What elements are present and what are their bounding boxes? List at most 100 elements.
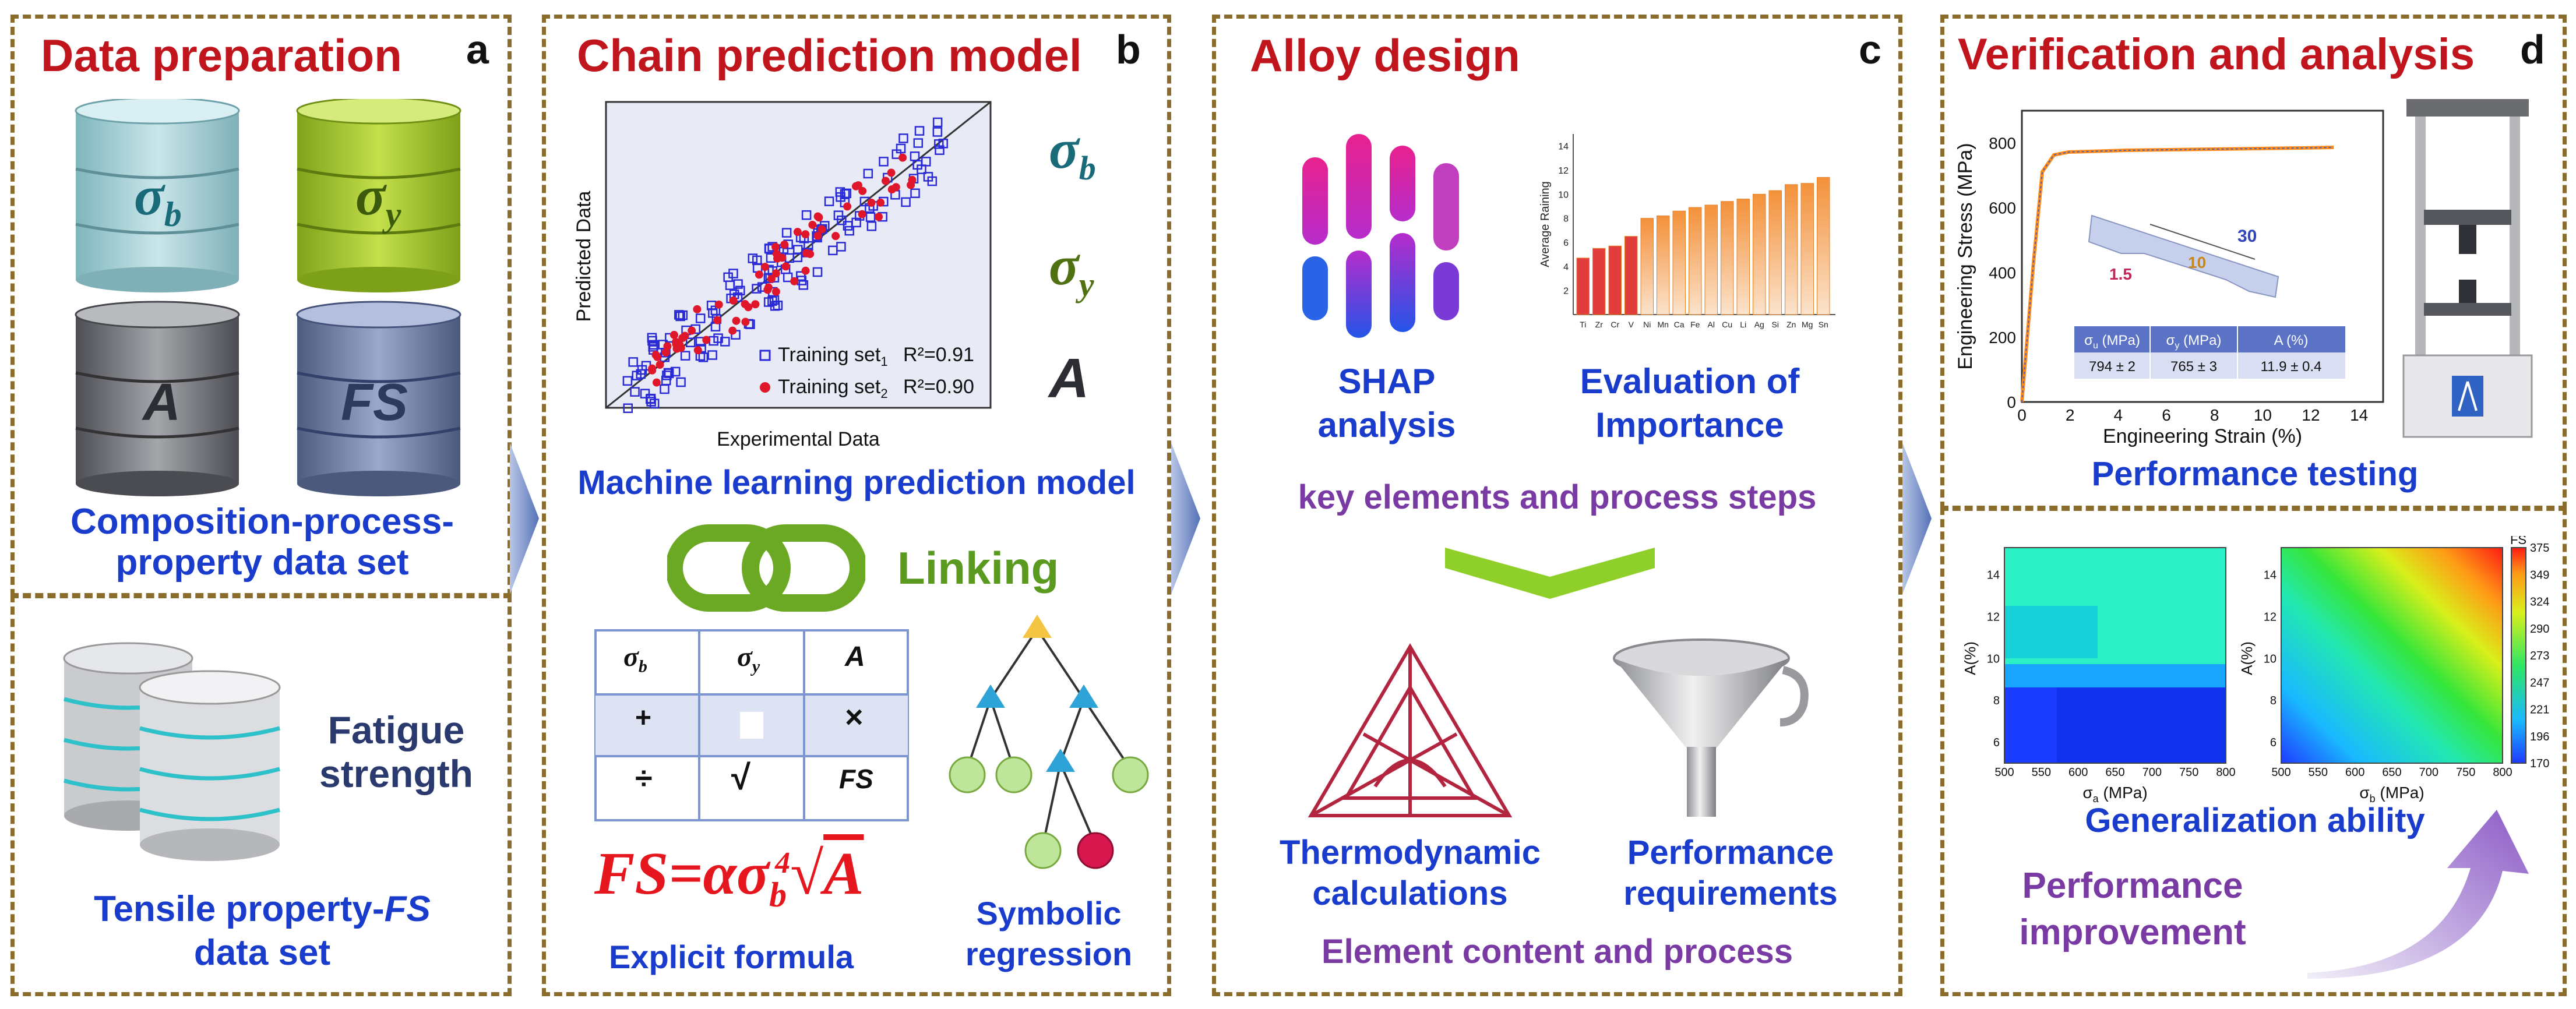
generalization-caption: Generalization ability (2085, 802, 2425, 839)
scatter-point-set2 (771, 242, 780, 251)
scatter-point-set2 (793, 228, 802, 237)
map-xtick: 800 (2493, 766, 2512, 779)
importance-category: Fe (1690, 320, 1700, 329)
importance-bar (1785, 184, 1798, 315)
scatter-point-set1 (695, 313, 706, 323)
scatter-point-set1 (752, 284, 762, 294)
importance-bar (1640, 218, 1654, 315)
scatter-point-set1 (792, 252, 803, 262)
importance-ytick: 14 (1558, 142, 1569, 152)
scatter-point-set1 (630, 387, 640, 397)
ml-model-caption: Machine learning prediction model (577, 464, 1136, 502)
importance-category: Ti (1580, 320, 1586, 329)
svg-text:11.9 ± 0.4: 11.9 ± 0.4 (2261, 359, 2322, 375)
scatter-point-set1 (798, 280, 809, 290)
table-header-sigma-y: σy (737, 641, 760, 676)
scatter-point-set1 (866, 221, 877, 231)
colorbar-tick: 247 (2530, 676, 2549, 689)
ss-xtick: 2 (2066, 406, 2075, 424)
colorbar (2511, 547, 2526, 764)
tree-root-node (1023, 615, 1052, 638)
flow-arrow-a-b (510, 443, 539, 594)
table-header-sigma-b: σb (623, 641, 647, 676)
importance-bar (1672, 210, 1686, 315)
importance-category: Mg (1802, 320, 1813, 329)
specimen-dim-1-5: 1.5 (2109, 265, 2132, 283)
map-xtick: 500 (1994, 766, 2014, 779)
scatter-point-set2 (693, 305, 702, 313)
tree-node (1069, 685, 1098, 708)
scatter-point-set1 (680, 351, 690, 361)
symbolic-caption-line2: regression (965, 936, 1133, 972)
db-sigma-y (296, 99, 461, 292)
scatter-point-set1 (649, 340, 659, 350)
scatter-point-set1 (662, 371, 672, 380)
scatter-point-set1 (783, 272, 793, 283)
scatter-point-set2 (672, 344, 681, 353)
table-cell-sqrt: √ (731, 758, 750, 797)
scatter-point-set1 (812, 267, 823, 277)
tree-leaf (949, 756, 986, 793)
scatter-point-set2 (669, 330, 678, 339)
scatter-point-set2 (858, 210, 866, 218)
importance-bar (1817, 177, 1830, 315)
scatter-point-set2 (771, 269, 780, 278)
map-xtick: 750 (2179, 766, 2198, 779)
target-a: A (1049, 347, 1090, 410)
scatter-point-set2 (728, 326, 737, 335)
shap-caption-line1: SHAP (1338, 362, 1436, 401)
importance-bar (1753, 193, 1766, 315)
prediction-scatter-plot: Training set1 R²=0.91 Training set2 R²=0… (573, 101, 992, 450)
scatter-point-set1 (623, 403, 633, 413)
importance-category: Zn (1786, 320, 1796, 329)
stress-strain-ylabel: Engineering Stress (MPa) (1954, 143, 1976, 369)
map-xtick: 650 (2105, 766, 2124, 779)
thermo-caption-line2: calculations (1312, 874, 1508, 912)
scatter-ylabel: Predicted Data (573, 190, 595, 322)
scatter-point-set2 (858, 186, 867, 195)
scatter-point-set2 (751, 300, 760, 309)
ss-ytick: 0 (2007, 393, 2016, 411)
phase-diagram-icon (1308, 643, 1513, 817)
scatter-point-set2 (651, 351, 660, 359)
legend-label-2: Training set2 (778, 376, 888, 401)
green-chevron (1445, 548, 1655, 599)
colorbar-title: FS (2510, 536, 2526, 547)
specimen-dim-10: 10 (2188, 253, 2206, 271)
scatter-point-set2 (781, 262, 790, 271)
scatter-point-set2 (741, 317, 750, 326)
importance-category: V (1629, 320, 1634, 329)
linking-label: Linking (897, 542, 1059, 594)
scatter-point-set2 (813, 212, 822, 221)
scatter-point-set2 (780, 240, 789, 249)
scatter-point-set1 (728, 269, 738, 278)
importance-bar (1576, 257, 1590, 315)
scatter-point-set1 (748, 253, 758, 263)
scatter-point-set2 (898, 153, 907, 162)
scatter-point-set1 (628, 357, 638, 367)
colorbar-tick: 349 (2530, 569, 2549, 581)
importance-ytick: 2 (1563, 287, 1569, 297)
importance-bar (1768, 190, 1782, 315)
importance-bar (1704, 204, 1718, 315)
map-xtick: 600 (2345, 766, 2364, 779)
scatter-point-set1 (923, 172, 933, 182)
tree-leaf (1112, 756, 1149, 793)
db-label-sigma-y: σy (355, 164, 401, 234)
results-table: σu (MPa) σy (MPa) A (%) 794 ± 2 765 ± 3 … (2074, 326, 2345, 379)
composition-caption-line1: Composition-process- (71, 502, 454, 542)
importance-ytick: 4 (1563, 262, 1569, 272)
explicit-formula-caption: Explicit formula (608, 939, 854, 975)
ss-xtick: 0 (2017, 406, 2027, 424)
map-xtick: 700 (2419, 766, 2438, 779)
scatter-point-set2 (908, 175, 917, 184)
scatter-point-set2 (656, 361, 664, 369)
scatter-point-set2 (663, 342, 672, 351)
importance-category: Zr (1595, 320, 1604, 329)
importance-bar (1689, 207, 1702, 315)
scatter-point-set1 (879, 157, 889, 167)
db-fs (296, 301, 461, 496)
